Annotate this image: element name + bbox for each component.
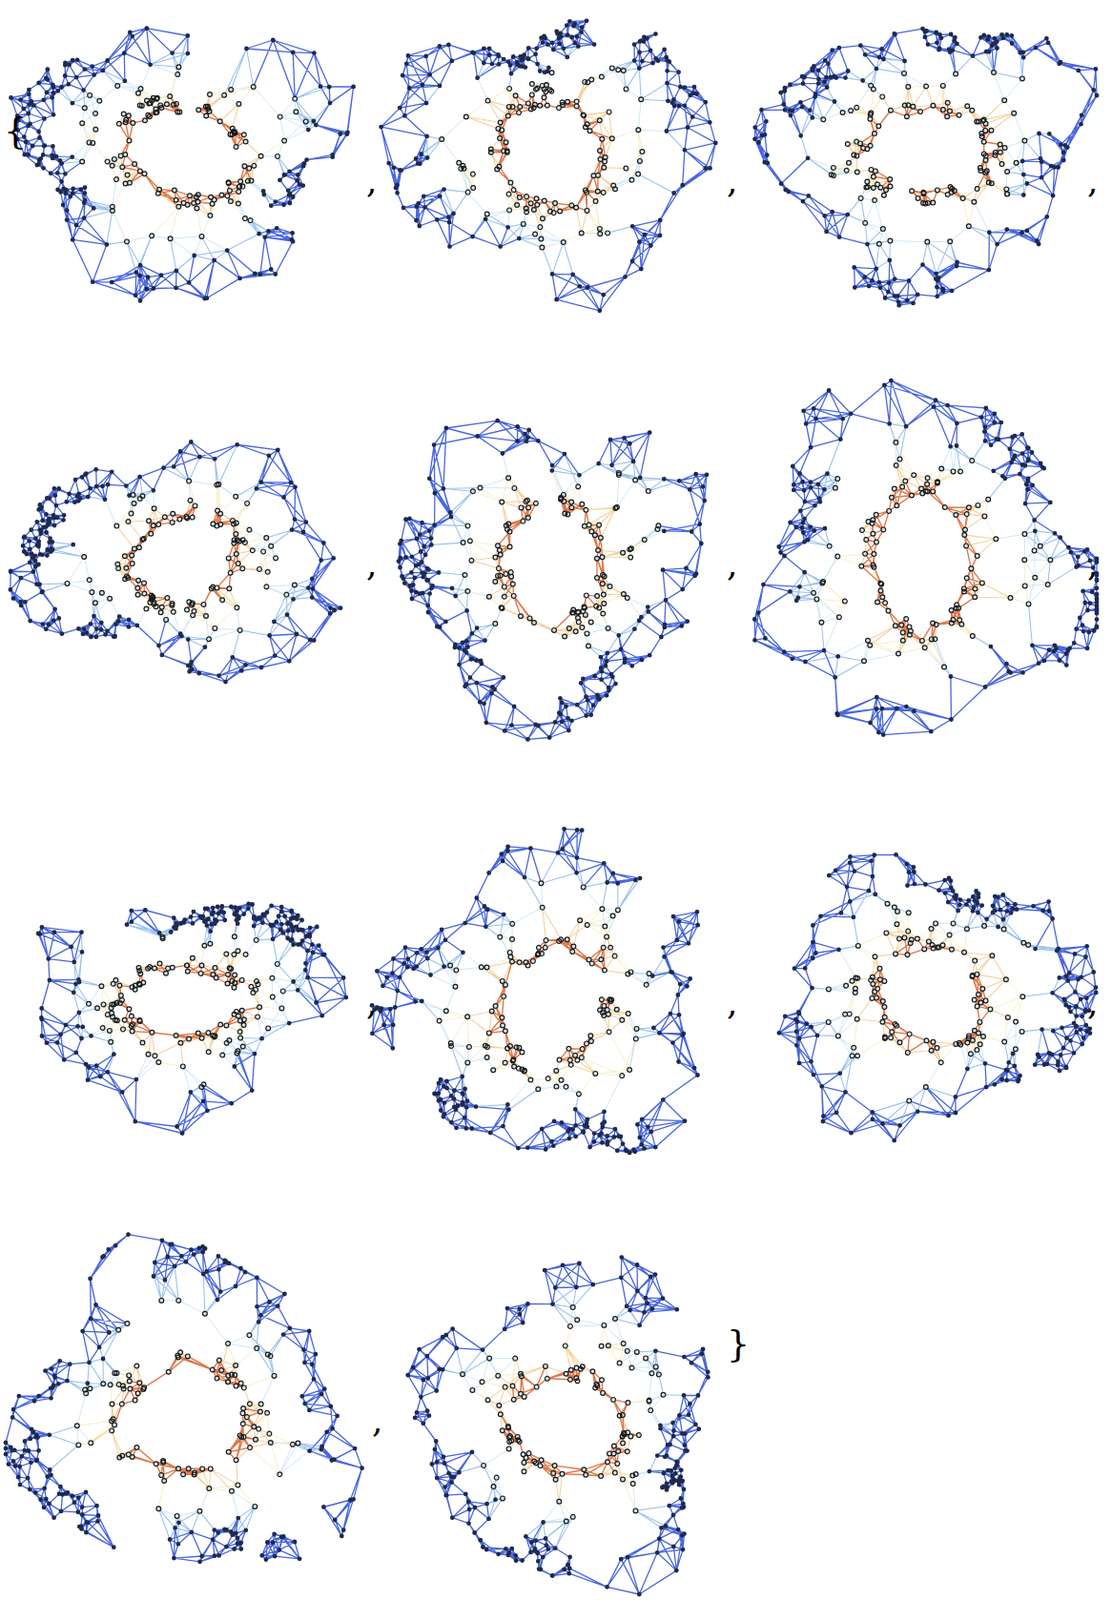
graph-vertices [811,440,1053,670]
graph-edges [38,904,347,1134]
graph-vertices [460,471,661,649]
graph-edges [870,937,990,1053]
graph-edges [49,1262,332,1545]
graph-edges [861,477,983,641]
graph-vertices [436,881,652,1097]
list-separator: , [1087,986,1098,1021]
graph-vertices [8,25,356,304]
list-separator: , [366,164,377,199]
list-separator: , [366,547,377,582]
graph-edges [466,80,627,234]
graph-edges [779,854,1096,1141]
graph-edges [494,497,610,631]
graph-vertices [36,901,350,1136]
graph-vertices [396,418,710,742]
graph-edges [119,96,254,209]
graph-vertices [80,64,309,245]
graph-edges [789,423,1076,678]
list-separator: , [726,986,738,1021]
graph-edges [97,944,282,1068]
list-separator: , [366,986,377,1021]
graph-edges [10,442,341,683]
graph-edges [431,453,680,658]
graph-edges [441,67,667,248]
graph-vertices [825,901,1030,1103]
graph-edges [371,828,699,1154]
list-brace: } [726,1325,750,1362]
list-separator: , [1087,547,1098,582]
graph-vertices [752,26,1099,309]
graph-vertices [378,18,719,313]
graph-edges [471,488,632,638]
list-separator: , [371,1403,383,1439]
graph-vertices [752,378,1100,738]
graph-edges [77,1300,310,1524]
graph-vertices [777,852,1099,1143]
graph-vertices [86,934,286,1091]
graph-edges [488,1345,639,1502]
graph-vertices [74,1298,300,1520]
list-separator: , [726,164,738,199]
graph-edges [472,1319,649,1518]
graph-edges [801,51,1051,274]
graph-edges [124,505,244,612]
graph-edges [462,1307,664,1523]
list-brace: { [3,112,27,149]
graph-edges [754,380,1097,735]
graph-vertices [3,1232,365,1565]
graph-edges [408,1257,709,1595]
graph-edges [381,20,717,311]
graph-edges [107,94,262,216]
list-separator: , [726,547,738,582]
graph-edges [807,61,1025,245]
graph-edges [755,28,1098,306]
graph-vertices [821,70,1028,248]
graph-edges [439,1284,684,1560]
graph-vertices [439,65,645,250]
graph-edges [415,883,655,1112]
graph-edges [415,42,685,275]
list-separator: , [1087,164,1098,199]
graph-edges [56,36,330,273]
graph-vertices [405,1255,711,1597]
graph-edges [77,1343,293,1509]
graph-vertices [8,439,344,684]
graph-edges [828,904,1023,1088]
graph-edges [5,1235,363,1563]
graph-edges [72,53,309,256]
graph-vertices [370,826,701,1155]
graph-vertices [64,478,297,641]
graph-edges [467,907,629,1081]
graph-vertices [460,1305,666,1524]
